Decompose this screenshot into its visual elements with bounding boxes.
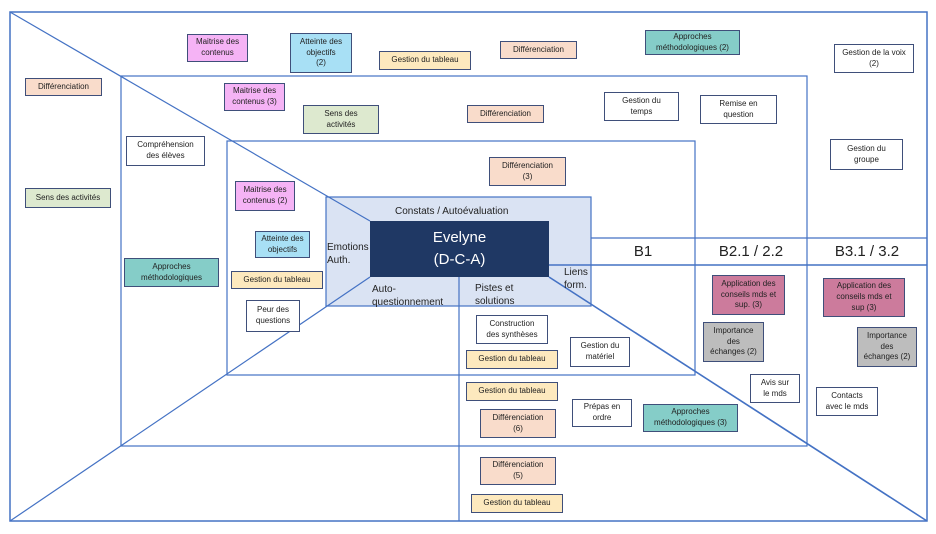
- sticky-note: Peur des questions: [246, 300, 300, 332]
- sticky-note: Approches méthodologiques (3): [643, 404, 738, 432]
- evelyne-center-box: Evelyne (D-C-A): [370, 221, 549, 277]
- middle-frame: [120, 75, 808, 447]
- sticky-note: Maitrise des contenus (3): [224, 83, 285, 111]
- sticky-note: Gestion du tableau: [466, 350, 558, 369]
- sticky-note: Importance des échanges (2): [857, 327, 917, 367]
- sticky-note: Gestion du groupe: [830, 139, 903, 170]
- sticky-note: Gestion du tableau: [231, 271, 323, 289]
- column-header-b1: B1: [633, 243, 653, 260]
- sticky-note: Compréhension des élèves: [126, 136, 205, 166]
- diagonal-bottom-right: [548, 276, 928, 522]
- sticky-note: Gestion de la voix (2): [834, 44, 914, 73]
- sticky-note: Différenciation: [467, 105, 544, 123]
- sticky-note: Différenciation (6): [480, 409, 556, 438]
- sticky-note: Différenciation: [25, 78, 102, 96]
- label-liens-form: Liens form.: [564, 267, 588, 291]
- sticky-note: Approches méthodologiques (2): [645, 30, 740, 55]
- sticky-note: Gestion du tableau: [466, 382, 558, 401]
- sticky-note: Contacts avec le mds: [816, 387, 878, 416]
- label-pistes-solutions: Pistes et solutions: [475, 283, 515, 307]
- sticky-note: Prépas en ordre: [572, 399, 632, 427]
- sticky-note: Maitrise des contenus: [187, 34, 248, 62]
- sticky-note: Sens des activités: [303, 105, 379, 134]
- sticky-note: Gestion du temps: [604, 92, 679, 121]
- sticky-note: Approches méthodologiques: [124, 258, 219, 287]
- sticky-note: Importance des échanges (2): [703, 322, 764, 362]
- sticky-note: Gestion du tableau: [471, 494, 563, 513]
- sticky-note: Gestion du matériel: [570, 337, 630, 367]
- sticky-note: Application des conseils mds et sup (3): [823, 278, 905, 317]
- sticky-note: Construction des synthèses: [476, 315, 548, 344]
- sticky-note: Atteinte des objectifs: [255, 231, 310, 258]
- diagonal-bottom-left: [9, 276, 371, 522]
- column-header-b3: B3.1 / 3.2: [834, 243, 900, 260]
- column-header-b2: B2.1 / 2.2: [718, 243, 784, 260]
- sticky-note: Sens des activités: [25, 188, 111, 208]
- label-emotions: Emotions Auth.: [327, 242, 369, 266]
- sticky-note: Application des conseils mds et sup. (3): [712, 275, 785, 315]
- label-constats: Constats / Autoévaluation: [395, 206, 509, 217]
- sticky-note: Différenciation (3): [489, 157, 566, 186]
- inner-frame: [226, 140, 696, 376]
- label-auto-questionnement: Auto- questionnement: [372, 284, 444, 308]
- sticky-note: Atteinte des objectifs (2): [290, 33, 352, 73]
- diagonal-top-left: [9, 11, 371, 222]
- sticky-note: Gestion du tableau: [379, 51, 471, 70]
- sticky-note: Maitrise des contenus (2): [235, 181, 295, 211]
- sticky-note: Différenciation: [500, 41, 577, 59]
- sticky-note: Remise en question: [700, 95, 777, 124]
- outer-frame: [9, 11, 928, 522]
- sticky-note: Différenciation (5): [480, 457, 556, 485]
- sticky-note: Avis sur le mds: [750, 374, 800, 403]
